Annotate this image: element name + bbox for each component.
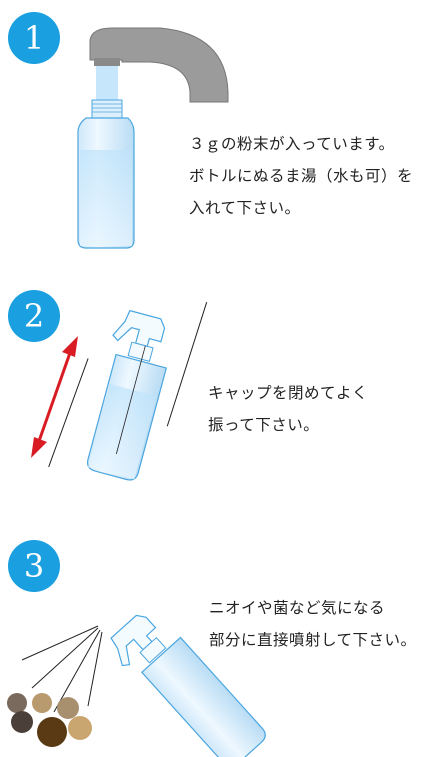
step-2-line-2: 振って下さい。 [208, 416, 320, 434]
spray-bottle-icon [48, 302, 208, 481]
step-3-badge: 3 [8, 540, 60, 592]
stain-spots-icon [7, 693, 92, 747]
step-3-line-1: ニオイや菌など気になる [209, 599, 386, 617]
step-2-badge: 2 [8, 290, 60, 342]
shake-arrow-icon [31, 336, 78, 458]
step-2-line-1: キャップを閉めてよく [208, 384, 369, 402]
spray-bottle-icon-2 [110, 614, 266, 757]
bottle-icon [77, 99, 135, 249]
step-3-line-2: 部分に直接噴射して下さい。 [209, 631, 417, 649]
step-1-line-3: 入れて下さい。 [189, 199, 301, 217]
step-1-line-2: ボトルにぬるま湯（水も可）を [189, 167, 414, 185]
faucet-icon [89, 27, 229, 103]
water-stream [96, 66, 118, 102]
spray-lines [21, 625, 103, 713]
step-1-line-1: ３ｇの粉末が入っています。 [189, 135, 395, 153]
step-3-text: ニオイや菌など気になる 部分に直接噴射して下さい。 [209, 592, 417, 656]
step-2-text: キャップを閉めてよく 振って下さい。 [208, 377, 368, 441]
step-1-text: ３ｇの粉末が入っています。 ボトルにぬるま湯（水も可）を 入れて下さい。 [189, 128, 413, 224]
step-1-badge: 1 [8, 12, 60, 64]
